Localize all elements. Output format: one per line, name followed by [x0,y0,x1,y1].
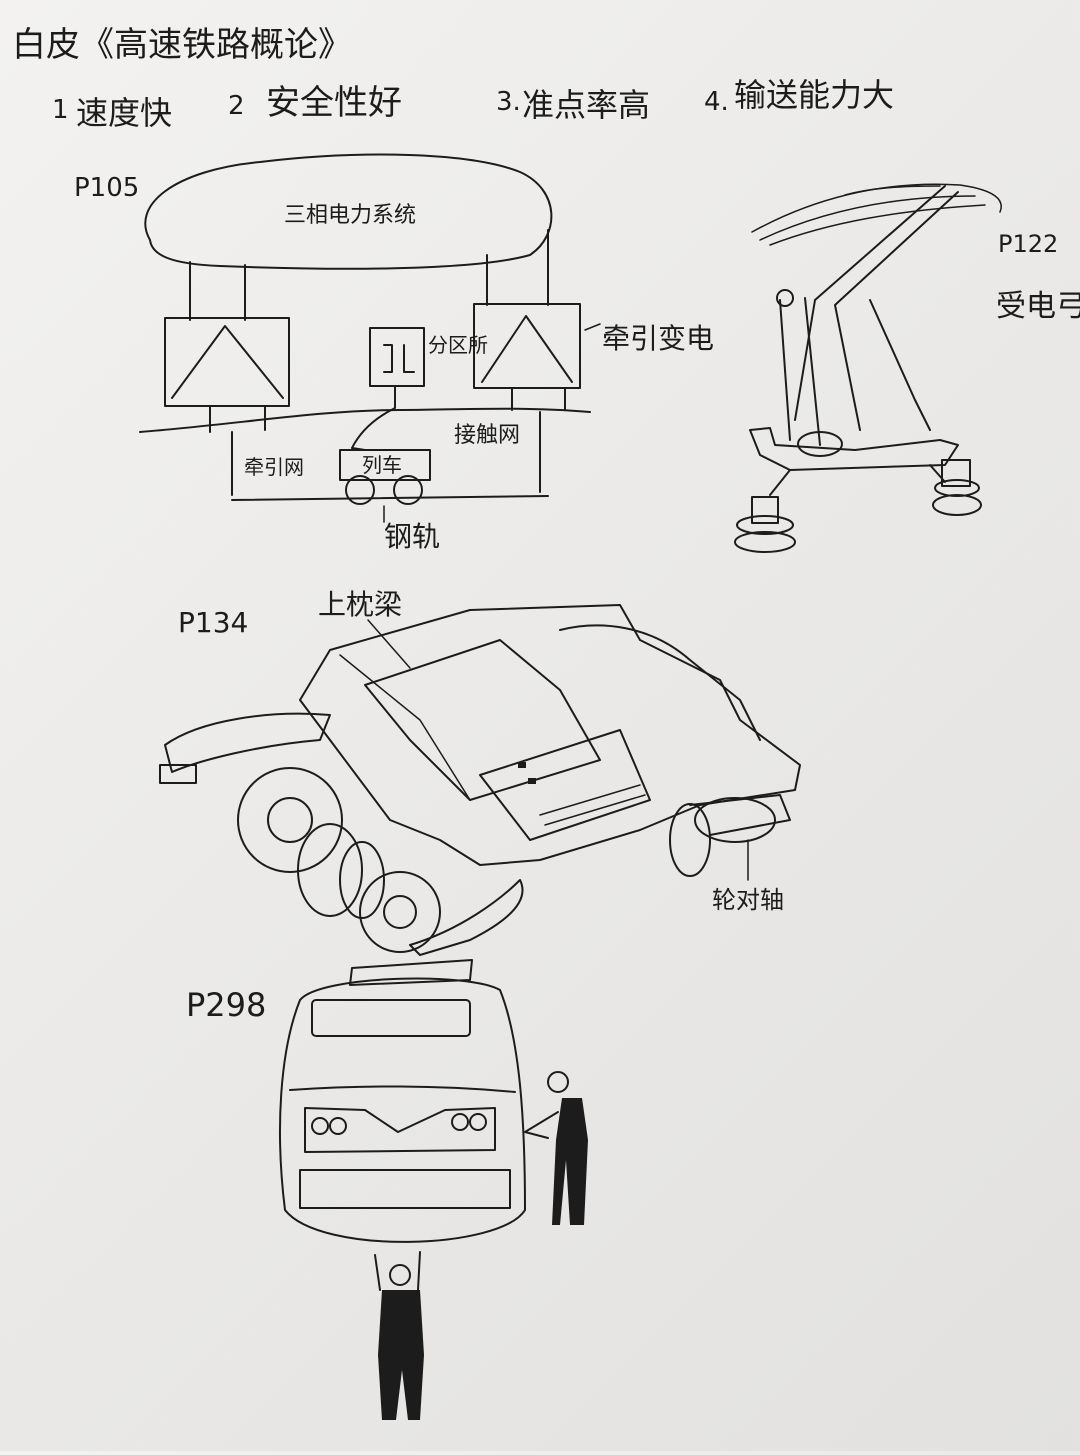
headlight-left-1 [311,1117,329,1135]
feature-4-text: 输送能力大 [734,76,894,114]
worker-bottom [374,1251,424,1420]
section-post-symbol [383,344,415,373]
page-title: 白皮《高速铁路概论》 [12,25,352,65]
pantograph-lower-arm [779,297,821,446]
train-body [339,449,431,481]
train-wheel-right [393,475,423,505]
wheelset-label: 轮对轴 [712,886,784,914]
right-substation-box [473,303,581,389]
axle-box-arm [409,879,524,956]
pantograph-upper-arm [794,185,946,421]
bogie-page-ref: P134 [178,606,248,639]
wheel-1-hub [267,797,313,843]
feature-4-number: 4. [704,87,729,117]
pantograph-strip-1 [751,183,1002,233]
power-diagram-page-ref: P105 [74,173,139,203]
headlight-left-2 [329,1117,347,1135]
feature-2-number: 2 [228,91,245,121]
headlight-right-2 [469,1113,487,1131]
wheel-2 [359,871,441,953]
bolster-label: 上枕梁 [318,588,402,621]
train-windshield [311,999,471,1037]
pantograph-hinge [776,289,794,307]
rail-line [231,495,549,501]
substation-pointer [584,323,601,331]
headlight-panel [304,1107,496,1153]
power-system-cloud [144,153,553,270]
power-system-label: 三相电力系统 [284,203,416,228]
worker-bottom-arms [374,1251,421,1291]
left-substation-box [164,317,290,407]
section-post-label: 分区所 [428,333,488,357]
side-beam-left-end [159,764,197,784]
pantograph-rear-link [869,299,931,431]
traction-network-label: 牵引网 [244,455,304,479]
insulator-right-body [941,459,971,487]
pantograph-diagram: P122 受电弓 [734,183,1080,553]
pantograph-strip-2 [759,195,976,241]
pantograph-page-ref: P122 [998,230,1058,258]
traction-substation-label: 牵引变电 [602,322,714,355]
pantograph-strip-4 [844,185,941,196]
right-substation-triangle [481,315,573,383]
bolt-1 [518,762,526,768]
insulator-left-body [751,496,779,524]
gearbox-ribs [539,784,646,826]
train-wheel-left [345,475,375,505]
right-axle-housing [689,794,791,836]
feature-3-number: 3. [496,87,521,117]
train-page-ref: P298 [186,986,266,1024]
contact-wire-label: 接触网 [454,423,520,448]
wheel-1 [237,767,343,873]
gearbox-housing [479,729,651,841]
section-post-box [369,327,425,387]
left-substation-triangle [171,325,284,399]
side-beam-left [164,712,331,773]
pantograph-actuator [797,431,843,457]
feature-1-text: 速度快 [76,94,172,132]
section-post-drop [351,385,396,451]
roof-pantograph [349,959,473,986]
rail-label: 钢轨 [384,520,440,553]
side-beam-right [559,624,761,741]
feature-2-text: 安全性好 [266,83,402,123]
insulator-left-disc-2 [734,531,796,553]
bogie-diagram: P134 上枕梁 轮对轴 [159,588,801,956]
insulator-right-disc-2 [932,494,982,516]
worker-bottom-body [378,1290,424,1420]
worker-right-head [547,1071,569,1093]
wheel-4 [669,803,711,877]
feature-3-text: 准点率高 [522,86,650,124]
pantograph-upper-arm-2 [834,191,959,431]
bolster-pointer [367,619,411,669]
wheel-3 [694,797,776,843]
insulator-left-disc-1 [736,515,794,535]
train-skirt [299,1169,511,1209]
train-label: 列车 [362,453,402,477]
train-front-body [279,977,526,1243]
bolster-plate [364,639,601,801]
worker-bottom-head [389,1264,411,1286]
train-body-line [289,1085,516,1093]
headlight-right-1 [451,1113,469,1131]
worker-right-arms [524,1111,559,1139]
bolt-2 [528,778,536,784]
pantograph-strip-3 [769,204,986,246]
train-front-diagram: P298 [186,959,588,1420]
axle-disc-2 [339,841,385,919]
pantograph-label: 受电弓 [996,289,1080,324]
bolster-edge [339,654,471,801]
power-supply-diagram: P105 三相电力系统 牵引变电 分区所 接触网 牵引网 [74,153,714,553]
wheel-2-hub [383,895,417,929]
worker-right [524,1071,588,1225]
bogie-main-frame [299,604,801,866]
axle-disc-1 [297,823,363,917]
pantograph-base-frame [749,427,959,471]
worker-right-body [552,1098,588,1225]
feature-1-number: 1 [52,95,69,125]
feature-list: 1 速度快 2 安全性好 3. 准点率高 4. 输送能力大 [52,76,894,132]
